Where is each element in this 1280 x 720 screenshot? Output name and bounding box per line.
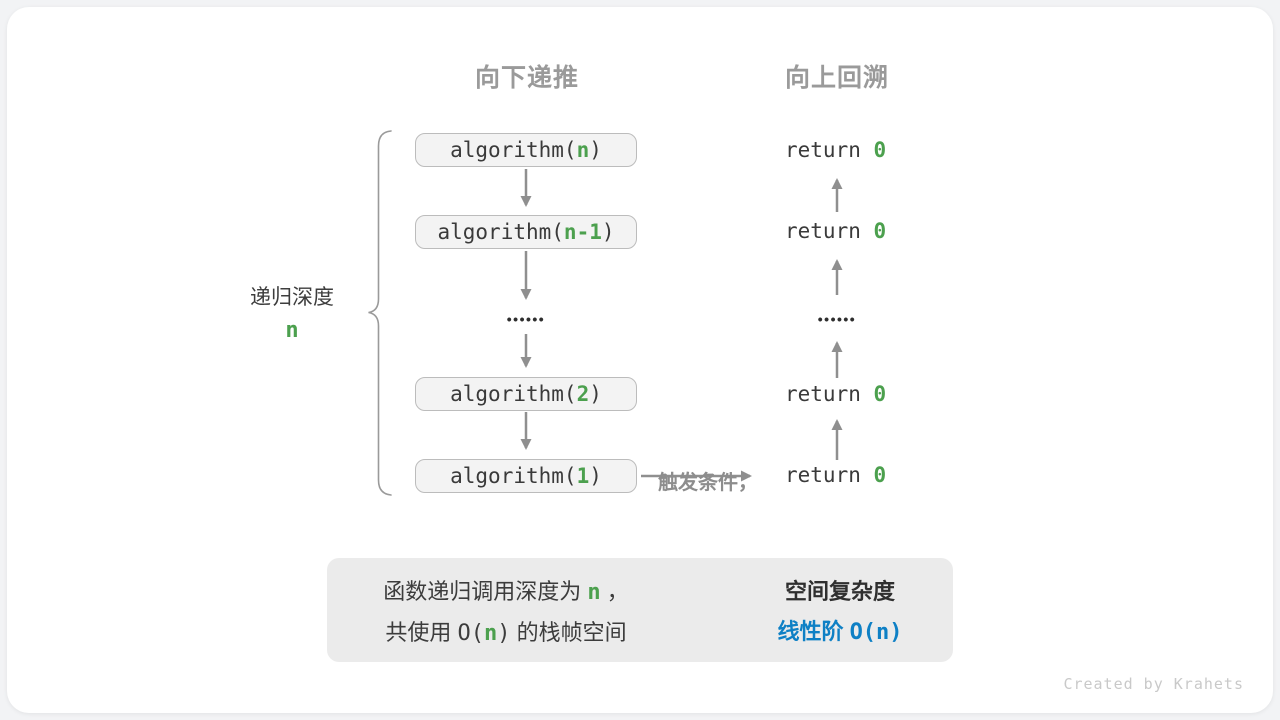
summary-conclusion: 空间复杂度 线性阶 O(n): [745, 558, 935, 662]
depth-value: n: [237, 317, 347, 343]
call-box-n-1: algorithm(n-1): [415, 215, 637, 249]
summary-line2-code-open: O(: [457, 620, 485, 646]
space-complexity-title: 空间复杂度: [784, 579, 895, 604]
summary-line2-var: n: [484, 620, 498, 646]
result-label: 线性阶: [777, 619, 850, 644]
return-keyword: return: [785, 138, 874, 162]
stack-ellipsis: ••••••: [506, 311, 546, 327]
return-value: 0: [873, 463, 887, 487]
summary-line2: 共使用 O(n) 的栈帧空间: [385, 615, 626, 647]
call-box-n: algorithm(n): [415, 133, 637, 167]
summary-line1: 函数递归调用深度为 n ，: [383, 574, 629, 606]
summary-line1-text: 函数递归调用深度为: [383, 578, 588, 604]
call-prefix: algorithm(: [450, 382, 577, 406]
return-statement: return 0: [785, 138, 886, 162]
space-complexity-result: 线性阶 O(n): [777, 614, 902, 646]
call-prefix: algorithm(: [437, 220, 564, 244]
return-ellipsis: ••••••: [817, 311, 857, 327]
summary-statement: 函数递归调用深度为 n ， 共使用 O(n) 的栈帧空间: [336, 558, 676, 662]
return-value: 0: [873, 382, 887, 406]
call-arg: n-1: [563, 220, 602, 244]
return-keyword: return: [785, 463, 874, 487]
return-keyword: return: [785, 219, 874, 243]
return-value: 0: [873, 138, 887, 162]
base-case-note-line1: 触发条件，: [658, 472, 758, 494]
return-statement: return 0: [785, 382, 886, 406]
return-statement: return 0: [785, 219, 886, 243]
call-arg: 1: [576, 464, 590, 488]
summary-panel: [327, 558, 953, 662]
credit-watermark: Created by Krahets: [1063, 675, 1244, 693]
depth-label: 递归深度: [250, 286, 334, 309]
call-suffix: ): [601, 220, 615, 244]
depth-value-n: n: [285, 318, 299, 343]
summary-line2-text2: 的栈帧空间: [510, 619, 627, 645]
result-code: O(n): [849, 620, 903, 645]
summary-line2-text: 共使用: [385, 619, 458, 645]
summary-line2-code-close: ): [497, 620, 511, 646]
call-prefix: algorithm(: [450, 138, 577, 162]
call-suffix: ): [589, 138, 602, 162]
return-keyword: return: [785, 382, 874, 406]
header-descend: 向下递推: [474, 64, 579, 92]
call-prefix: algorithm(: [450, 464, 577, 488]
call-suffix: ): [589, 464, 602, 488]
call-box-2: algorithm(2): [415, 377, 637, 411]
call-suffix: ): [589, 382, 602, 406]
call-arg: n: [576, 138, 590, 162]
summary-line1-comma: ，: [600, 578, 629, 604]
return-statement: return 0: [785, 463, 886, 487]
return-value: 0: [873, 219, 887, 243]
call-arg: 2: [576, 382, 590, 406]
call-box-1: algorithm(1): [415, 459, 637, 493]
header-backtrack: 向上回溯: [784, 64, 889, 92]
summary-line1-var: n: [587, 579, 601, 605]
